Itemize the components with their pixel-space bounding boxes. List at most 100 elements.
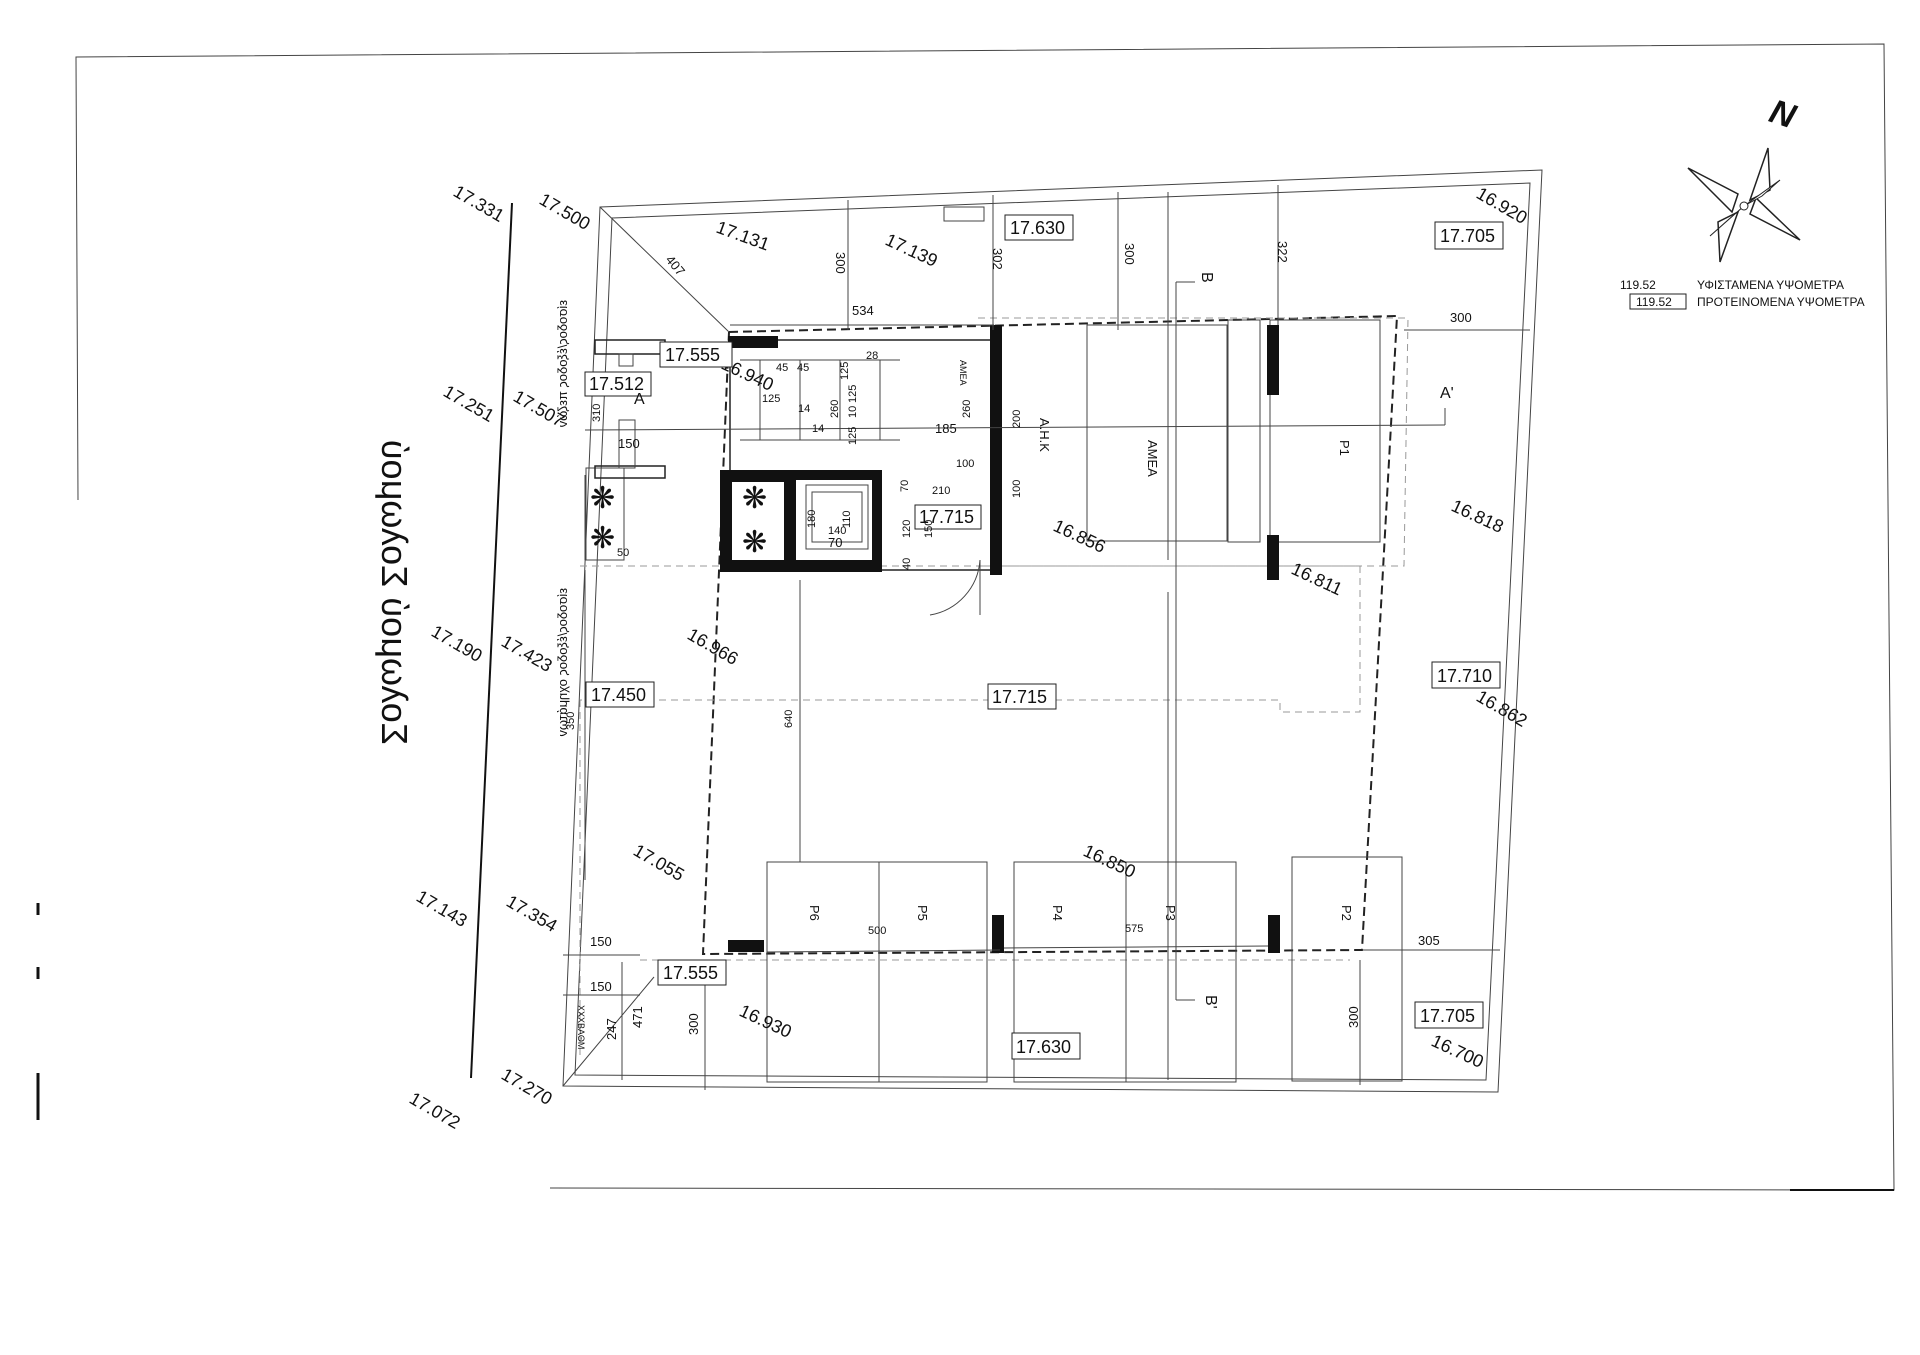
existing-level: 17.139 — [882, 229, 940, 270]
dimension-label: 150 — [590, 934, 612, 949]
dimension-label: 300 — [686, 1013, 701, 1035]
section-mark: B' — [1202, 995, 1219, 1009]
tree-icon: ❋ — [590, 522, 615, 555]
existing-level: 16.856 — [1050, 515, 1108, 556]
dimension-label: 300 — [833, 252, 848, 274]
proposed-level: 17.715 — [992, 687, 1047, 707]
street-boundary — [470, 202, 513, 1079]
proposed-level: 17.630 — [1010, 218, 1065, 238]
dimension-label: 407 — [663, 252, 688, 278]
pedestrian-entry-label: είσοδος/έξοδος πεζών — [555, 300, 570, 427]
proposed-level: 17.450 — [591, 685, 646, 705]
dimension-label: 70 — [899, 480, 911, 492]
existing-level: 17.354 — [503, 891, 561, 936]
dimension-label: 247 — [604, 1018, 619, 1040]
columns — [728, 325, 1280, 953]
existing-level: 17.072 — [406, 1088, 464, 1133]
dimension-label: 305 — [1418, 933, 1440, 948]
parking-label: P3 — [1163, 905, 1178, 921]
dimension-labels: 407 300 302 300 322 534 300 28 45 45 125… — [565, 241, 1472, 1040]
existing-level: 17.055 — [630, 840, 688, 885]
parking-label: P4 — [1050, 905, 1065, 921]
room-label: ΑΜΕΑ — [958, 360, 968, 386]
dimension-label: 14 — [798, 403, 810, 415]
existing-level: 16.818 — [1448, 495, 1506, 536]
existing-level: 17.500 — [536, 189, 594, 234]
stair-lift-core — [720, 325, 1002, 616]
existing-level: 16.930 — [736, 1000, 794, 1041]
parking-label: P1 — [1337, 440, 1352, 456]
north-label: N — [1765, 92, 1801, 136]
dimension-label: 640 — [783, 710, 795, 728]
existing-level: 17.143 — [413, 886, 471, 931]
existing-level: 16.811 — [1288, 558, 1345, 599]
dimension-label: 28 — [866, 350, 878, 362]
dimension-label: 180 — [806, 510, 818, 528]
dimension-label: 125 — [847, 427, 859, 445]
legend: 119.52 ΥΦΙΣΤΑΜΕΝΑ ΥΨΟΜΕΤΡΑ 119.52 ΠΡΟΤΕΙ… — [1620, 278, 1865, 310]
existing-level: 17.251 — [440, 381, 498, 426]
dimension-label: 110 — [841, 510, 853, 528]
dimension-label: 300 — [1122, 243, 1137, 265]
existing-level: 17.331 — [450, 181, 508, 226]
proposed-level: 17.555 — [663, 963, 718, 983]
parking-label: P5 — [915, 905, 930, 921]
dimension-label: 125 — [762, 393, 780, 405]
existing-level: 16.920 — [1473, 183, 1531, 228]
dimension-label: 575 — [1125, 923, 1143, 935]
proposed-level: 17.710 — [1437, 666, 1492, 686]
dimension-label: 10 — [847, 406, 859, 418]
legend-existing-value: 119.52 — [1620, 278, 1656, 292]
existing-level: 16.862 — [1473, 686, 1531, 731]
proposed-level: 17.705 — [1440, 226, 1495, 246]
compass-icon — [1687, 147, 1801, 263]
dimension-label: 45 — [797, 362, 809, 374]
dimension-label: 150 — [618, 436, 640, 451]
dimension-label: 322 — [1275, 241, 1290, 263]
sheet-frame — [36, 43, 1895, 1191]
dimension-label: 260 — [961, 400, 973, 418]
proposed-level: 17.705 — [1420, 1006, 1475, 1026]
dimension-label: 300 — [1450, 310, 1472, 325]
legend-proposed-label: ΠΡΟΤΕΙΝΟΜΕΝΑ ΥΨΟΜΕΤΡΑ — [1697, 295, 1865, 309]
parking-label: P6 — [807, 905, 822, 921]
dimension-label: 100 — [1011, 480, 1023, 498]
ramp-label: ΧΧΧΒΑΘΜ — [576, 1005, 586, 1049]
proposed-level: 17.715 — [919, 507, 974, 527]
vehicle-entry-label: είσοδος/έξοδος οχημάτων — [555, 588, 570, 737]
tree-icon: ❋ — [742, 526, 767, 559]
plot-outline — [562, 169, 1543, 1093]
dimension-label: 200 — [1011, 410, 1023, 428]
dimension-label: 70 — [828, 535, 842, 550]
section-mark: A — [634, 391, 645, 408]
proposed-level: 17.555 — [665, 345, 720, 365]
tree-icon: ❋ — [590, 482, 615, 515]
dimension-label: 150 — [590, 979, 612, 994]
dimension-lines — [563, 185, 1530, 1090]
dimension-label: 350 — [565, 712, 577, 730]
dimension-label: 14 — [812, 423, 824, 435]
dimension-label: 140 — [828, 525, 846, 537]
legend-proposed-value: 119.52 — [1636, 295, 1672, 309]
section-mark: B — [1198, 272, 1215, 283]
room-label: ΑΜΕΑ — [1145, 440, 1160, 477]
dimension-label: 45 — [776, 362, 788, 374]
existing-level: 16.966 — [684, 624, 742, 669]
dimension-label: 471 — [630, 1006, 645, 1028]
existing-levels: 17.331 17.500 17.131 17.139 16.920 17.25… — [406, 181, 1531, 1133]
tree-icon: ❋ — [742, 482, 767, 515]
parking-label: P2 — [1339, 905, 1354, 921]
dimension-label: 300 — [1346, 1006, 1361, 1028]
room-labels: ΑΜΕΑ Α.Η.Κ ΑΜΕΑ P1 P2 P3 P4 P5 P6 — [807, 360, 1354, 921]
dimension-label: 310 — [591, 404, 603, 422]
dimension-label: 120 — [901, 520, 913, 538]
planters: ❋ ❋ ❋ ❋ — [585, 206, 985, 561]
existing-level: 16.700 — [1428, 1030, 1486, 1071]
dimension-label: 302 — [990, 248, 1005, 270]
dimension-label: 125 — [847, 385, 859, 403]
existing-level: 17.270 — [498, 1064, 556, 1109]
existing-level: 17.131 — [714, 217, 773, 255]
dimension-label: 260 — [829, 400, 841, 418]
dimension-label: 150 — [923, 520, 935, 538]
